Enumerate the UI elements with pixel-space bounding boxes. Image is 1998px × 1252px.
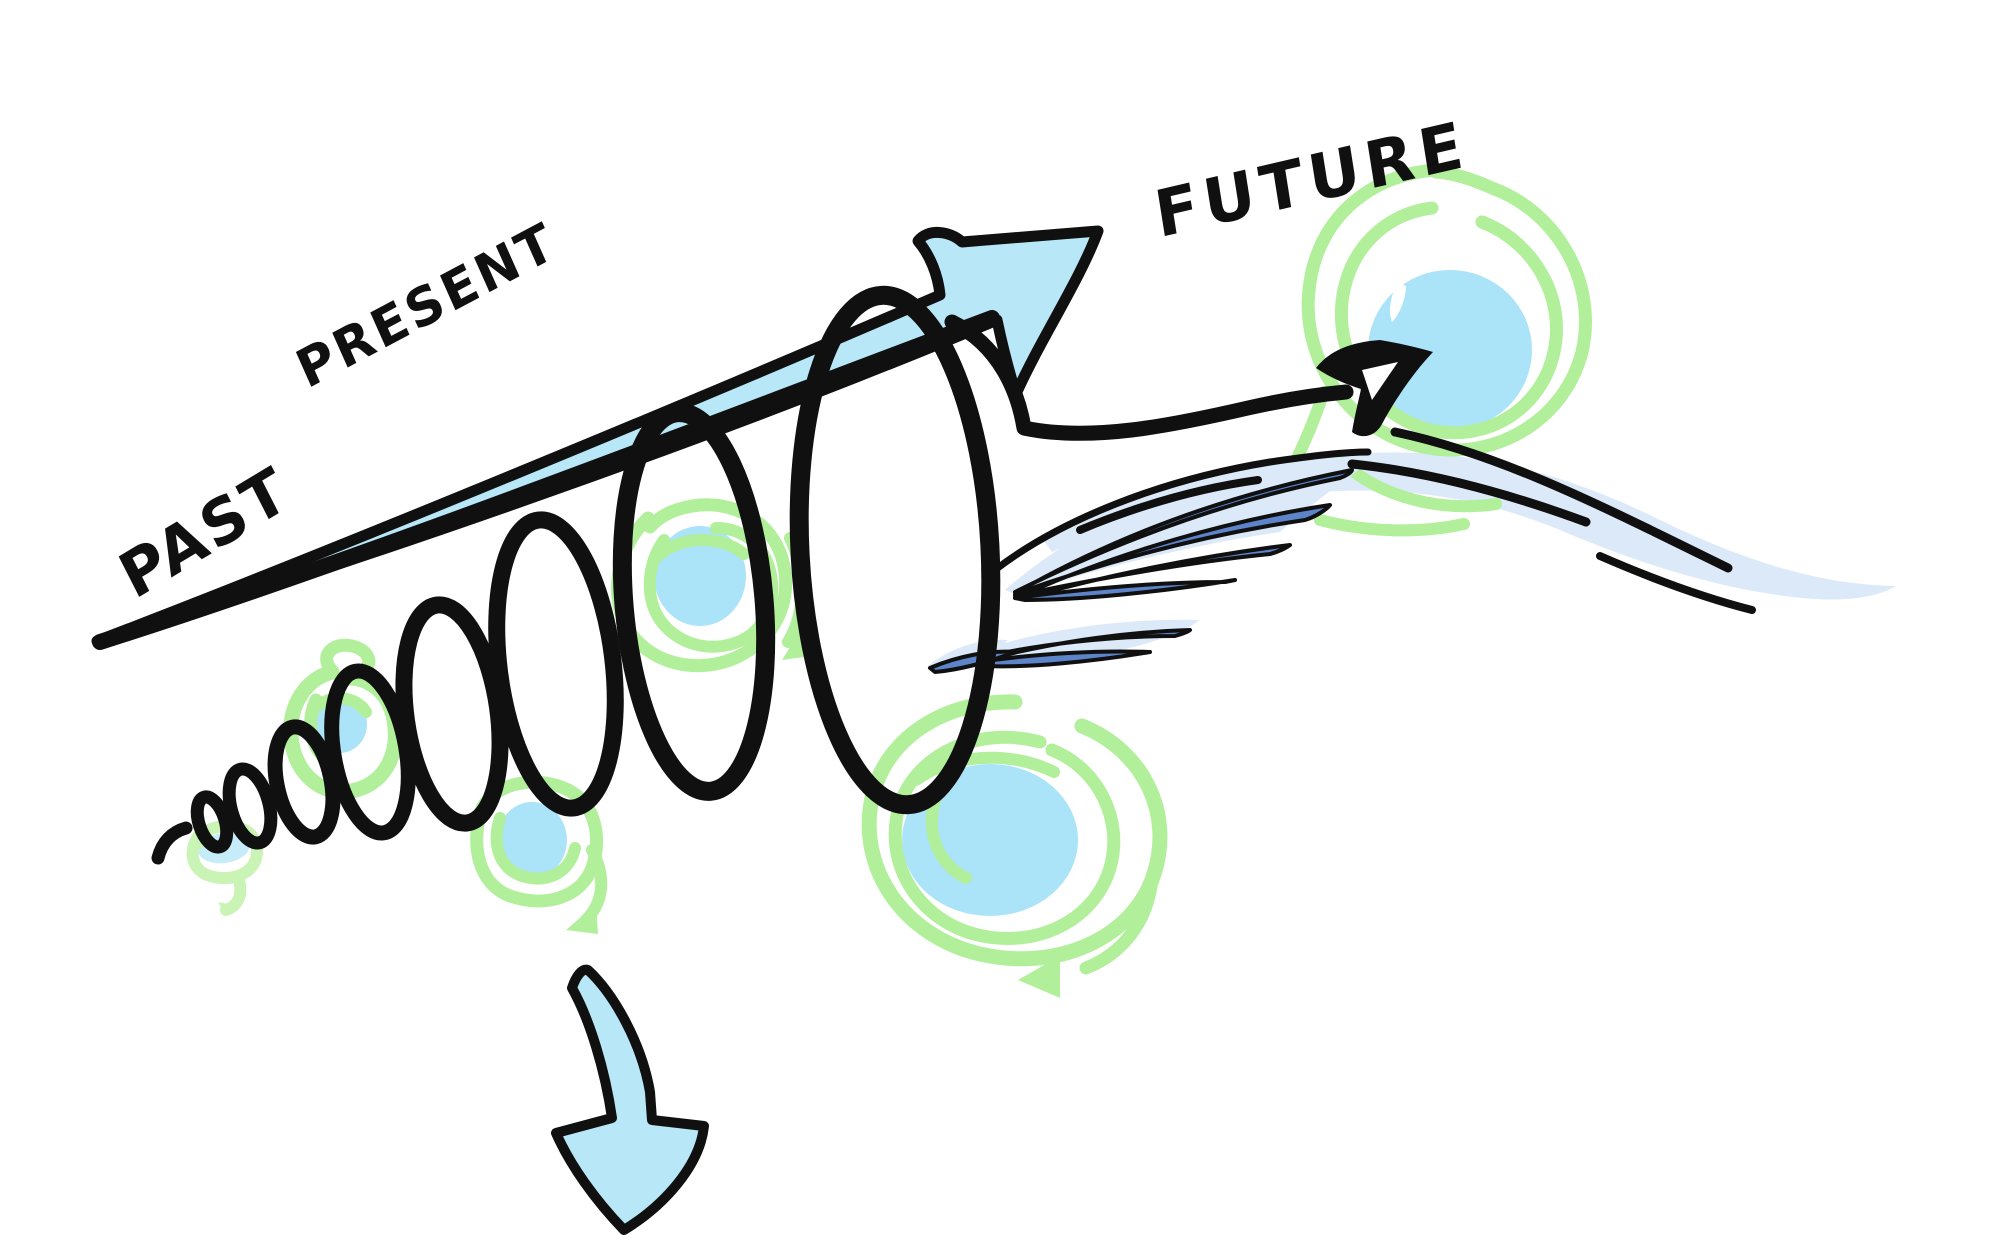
coil-loop-3 [267, 719, 341, 845]
swirl-ring-mid [888, 730, 1121, 945]
milestone-swirl-markers [186, 498, 1168, 998]
swirl-ring [186, 820, 263, 885]
feather-blade-1 [1013, 468, 1354, 594]
feather-blade-3 [1013, 543, 1292, 598]
swoosh-stroke-3 [1596, 552, 1756, 614]
swirl-over-arc [312, 692, 372, 718]
feather-blade-2 [1013, 503, 1332, 596]
swirl-tail-arc-2 [1336, 456, 1502, 513]
swirl-tail [1079, 871, 1159, 975]
milestone-blob [902, 764, 1078, 916]
milestone-blob [1368, 270, 1532, 430]
swirl-arrowhead [1018, 956, 1060, 998]
down-arrow-shape [551, 964, 709, 1235]
coil-loop-6 [488, 511, 624, 817]
coil-loop-7 [612, 403, 776, 801]
swirl-over-arc [652, 533, 750, 562]
swirl-ring-inner [490, 812, 581, 885]
feather-top-outline [991, 448, 1372, 574]
swirl-over-arc [910, 751, 1060, 786]
milestone-swirl-5 [861, 694, 1168, 998]
swoosh-stroke-2 [1390, 427, 1733, 573]
blob-highlight [1390, 282, 1406, 322]
swoosh-stroke-4 [1076, 476, 1262, 534]
feather-blade-5 [976, 628, 1192, 662]
exit-arrowhead-notch [1362, 362, 1398, 400]
milestone-swirl-4 [610, 498, 812, 673]
feather-blade-4 [1013, 578, 1237, 602]
feather-blade-6 [976, 649, 1152, 669]
swirl-ring-outer [861, 694, 1168, 967]
feather-burst [928, 448, 1375, 674]
coil-lead-in [151, 821, 193, 865]
coil-loop-2 [222, 762, 278, 850]
swirl-ring-inner [1334, 201, 1564, 440]
timeline-arrow-underline [92, 310, 1000, 650]
spiral-exit-arrow [944, 314, 1433, 441]
coil-loop-1 [190, 790, 234, 854]
growth-spiral-coil [151, 285, 1001, 865]
swirl-knob [320, 638, 376, 677]
swirl-arrowhead [566, 904, 598, 934]
down-curve-arrow [551, 964, 709, 1235]
milestone-blob [654, 526, 746, 626]
exit-arrow-stem [944, 314, 1354, 441]
milestone-blob [497, 802, 567, 878]
swoosh-stroke-1 [1347, 459, 1591, 527]
swirl-arrowhead [218, 902, 238, 916]
swirl-tail-arc-3 [1314, 514, 1470, 537]
coil-loop-8 [789, 285, 1001, 815]
swoosh-outlines [1076, 427, 1756, 614]
